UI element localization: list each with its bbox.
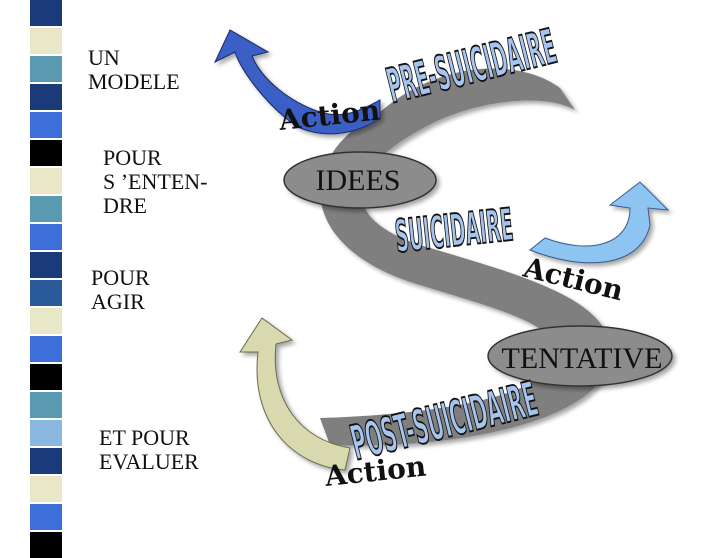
decorative-stripe — [0, 0, 64, 558]
stripe-block — [30, 168, 62, 194]
s-shape-band — [320, 68, 611, 446]
stripe-block — [30, 28, 62, 54]
stripe-block — [30, 504, 62, 530]
phase-suicidal-text: SUICIDAIRE — [393, 198, 516, 263]
stripe-block — [30, 252, 62, 278]
oval-ideas — [283, 151, 437, 209]
label-act: POUR AGIR — [91, 265, 150, 314]
stripe-block — [30, 280, 62, 306]
label-model: UN MODELE — [88, 45, 180, 94]
label-understand: POUR S ’ENTEN- DRE — [103, 145, 208, 218]
stripe-block — [30, 364, 62, 390]
stripe-block — [30, 56, 62, 82]
stripe-block — [30, 448, 62, 474]
oval-attempt — [487, 325, 673, 387]
oval-attempt-text: TENTATIVE — [502, 342, 663, 375]
stripe-block — [30, 140, 62, 166]
suicidal-crisis-diagram: IDEES TENTATIVE PRE-SUICIDAIRE SUICIDAIR… — [213, 19, 673, 493]
arrow-right-icon — [529, 181, 670, 264]
phase-suicidal: SUICIDAIRE — [392, 197, 516, 263]
stripe-block — [30, 84, 62, 110]
stripe-block — [30, 336, 62, 362]
stripe-block — [30, 0, 62, 26]
stripe-block — [30, 308, 62, 334]
stripe-block — [30, 420, 62, 446]
oval-ideas-text: IDEES — [316, 164, 401, 197]
stripe-block — [30, 392, 62, 418]
arrow-top-icon — [213, 29, 381, 135]
stripe-block — [30, 224, 62, 250]
label-evaluate: ET POUR EVALUER — [99, 425, 199, 474]
arrow-bottom-icon — [239, 317, 351, 471]
stripe-block — [30, 112, 62, 138]
stripe-block — [30, 476, 62, 502]
stripe-block — [30, 196, 62, 222]
